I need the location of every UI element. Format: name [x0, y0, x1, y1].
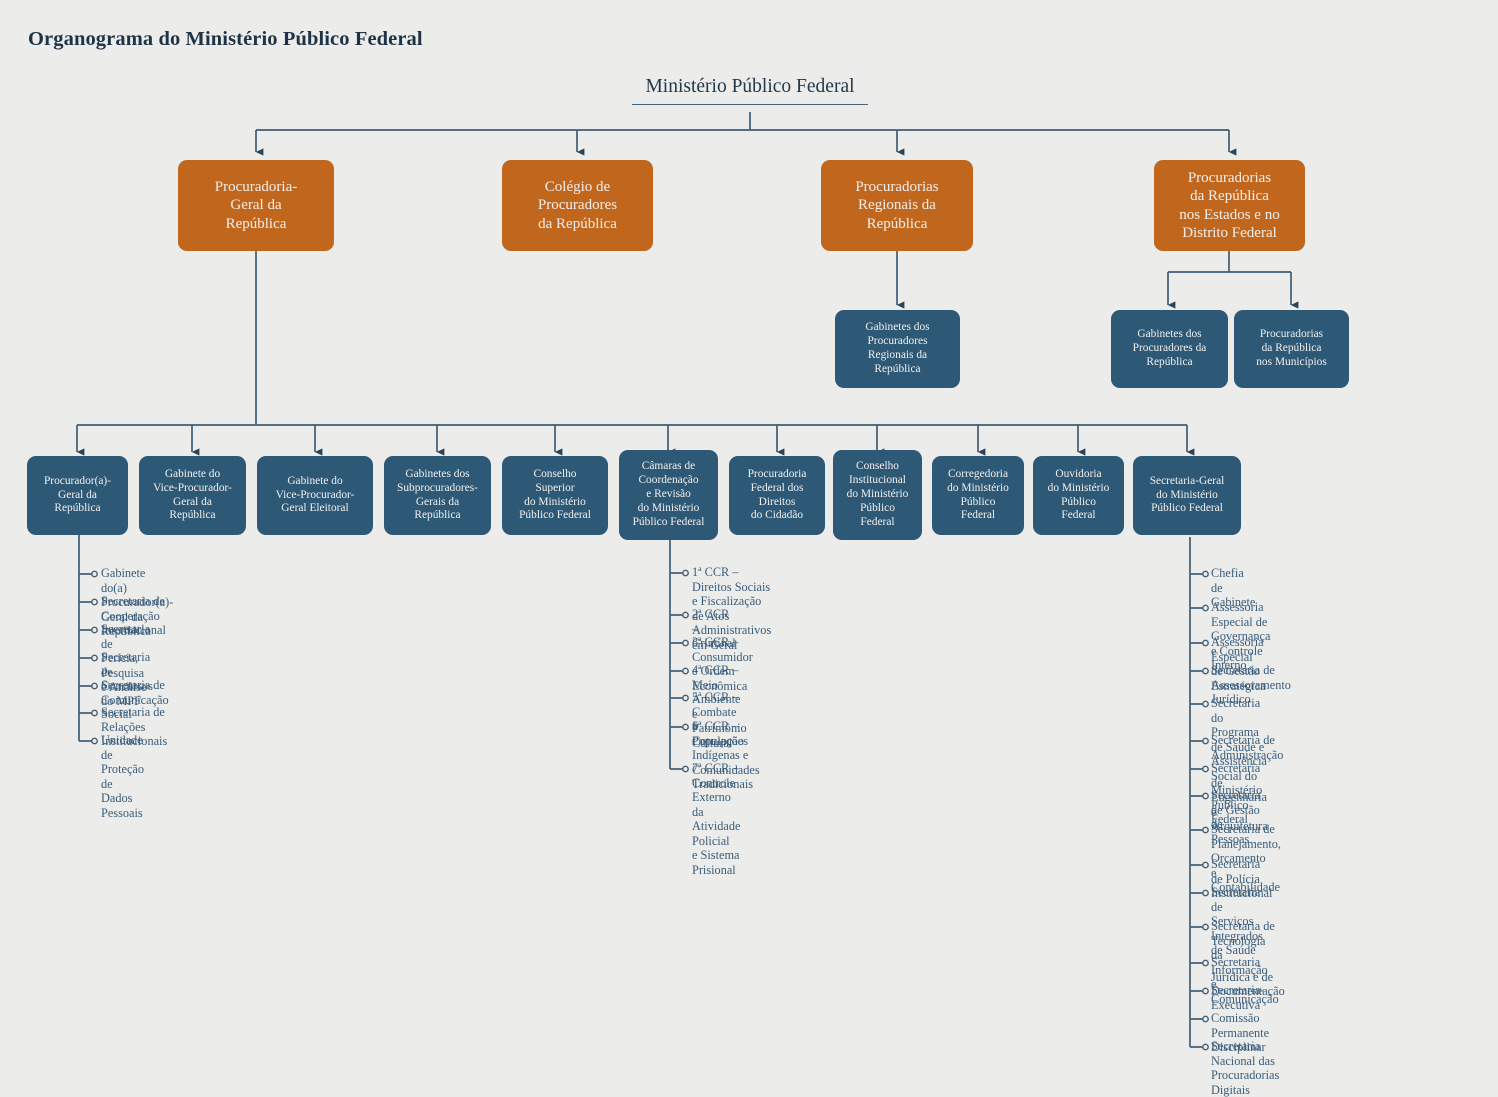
list-item[interactable]: Secretaria de Assessoramento Jurídico — [1211, 663, 1291, 706]
list-item[interactable]: Secretaria de Cooperação Internacional — [101, 594, 166, 637]
list-item[interactable]: Secretaria Jurídica e de Documentação — [1211, 955, 1285, 998]
list-item[interactable]: 2ª CCR – Criminal — [692, 607, 736, 650]
node-procuradoria-geral-da-republica[interactable]: Procuradoria- Geral da República — [178, 160, 334, 251]
list-item[interactable]: Assessoria Especial de Governança e Cont… — [1211, 600, 1271, 672]
node-gabinetes-procuradores-regionais-da-republica[interactable]: Gabinetes dos Procuradores Regionais da … — [835, 310, 960, 388]
node-gabinetes-dos-procuradores-da-republica[interactable]: Gabinetes dos Procuradores da República — [1111, 310, 1228, 388]
node-gabinetes-subprocuradores-gerais-da-republica[interactable]: Gabinetes dos Subprocuradores- Gerais da… — [384, 456, 491, 535]
node-ouvidoria-do-mpf[interactable]: Ouvidoria do Ministério Público Federal — [1033, 456, 1124, 535]
list-item[interactable]: Comissão Permanente Disciplinar — [1211, 1011, 1270, 1054]
list-item[interactable]: 7ª CCR – Controle Externo da Atividade P… — [692, 761, 741, 877]
list-item[interactable]: Unidade de Proteção de Dados Pessoais — [101, 733, 145, 820]
node-secretaria-geral-do-mpf[interactable]: Secretaria-Geral do Ministério Público F… — [1133, 456, 1241, 535]
node-conselho-institucional-do-mpf[interactable]: Conselho Institucional do Ministério Púb… — [833, 450, 922, 540]
node-procurador-geral-da-republica[interactable]: Procurador(a)- Geral da República — [27, 456, 128, 535]
list-item[interactable]: Secretaria de Perícia, Pesquisa e Anális… — [101, 622, 151, 694]
list-item[interactable]: 1ª CCR – Direitos Sociais e Fiscalização… — [692, 565, 772, 652]
list-item[interactable]: Secretaria de Relações Institucionais — [101, 705, 168, 748]
list-item[interactable]: 3ª CCR – Consumidor e Ordem Econômica — [692, 635, 753, 693]
list-item[interactable]: Secretaria Nacional das Procuradorias Di… — [1211, 1039, 1280, 1097]
list-item[interactable]: Secretaria de Concursos do MPF — [101, 650, 153, 708]
node-gabinete-vice-procurador-geral-da-republica[interactable]: Gabinete do Vice-Procurador- Geral da Re… — [139, 456, 246, 535]
list-item[interactable]: 4ª CCR – Meio Ambiente e Patrimônio Cult… — [692, 663, 747, 750]
list-item[interactable]: Chefia de Gabinete — [1211, 566, 1256, 609]
node-procuradorias-da-republica-nos-estados-e-df[interactable]: Procuradorias da República nos Estados e… — [1154, 160, 1305, 251]
list-item[interactable]: Secretaria de Engenharia e Arquitetura — [1211, 761, 1268, 833]
list-item[interactable]: Secretaria de Administração — [1211, 733, 1284, 762]
list-item[interactable]: Assessoria Especial de Gestão Estratégic… — [1211, 635, 1266, 693]
list-item[interactable]: Secretaria do Programa de Saúde e Assist… — [1211, 696, 1268, 826]
node-colegio-de-procuradores-da-republica[interactable]: Colégio de Procuradores da República — [502, 160, 653, 251]
node-procuradorias-da-republica-nos-municipios[interactable]: Procuradorias da República nos Município… — [1234, 310, 1349, 388]
list-item[interactable]: Secretaria de Gestão de Pessoas — [1211, 788, 1261, 846]
list-item[interactable]: Secretaria de Tecnologia da Informação e… — [1211, 919, 1279, 1006]
node-procuradorias-regionais-da-republica[interactable]: Procuradorias Regionais da República — [821, 160, 973, 251]
node-conselho-superior-do-mpf[interactable]: Conselho Superior do Ministério Público … — [502, 456, 608, 535]
list-item[interactable]: Secretaria de Comunicação Social — [101, 678, 169, 721]
root-node-ministerio-publico-federal[interactable]: Ministério Público Federal — [632, 76, 868, 105]
node-camaras-de-coordenacao-e-revisao-do-mpf[interactable]: Câmaras de Coordenação e Revisão do Mini… — [619, 450, 718, 540]
list-item[interactable]: 5ª CCR – Combate à Corrupção — [692, 690, 744, 748]
page-title: Organograma do Ministério Público Federa… — [28, 28, 423, 50]
list-item[interactable]: Secretaria de Planejamento, Orçamento e … — [1211, 822, 1282, 894]
list-item[interactable]: Secretaria de Serviços Integrados de Saú… — [1211, 885, 1263, 957]
list-item[interactable]: Secretaria de Polícia Institucional — [1211, 857, 1273, 900]
list-item[interactable]: Gabinete do(a) Procurador(a)-Geral da Re… — [101, 566, 174, 638]
node-procuradoria-federal-dos-direitos-do-cidadao[interactable]: Procuradoria Federal dos Direitos do Cid… — [729, 456, 825, 535]
node-gabinete-vice-procurador-geral-eleitoral[interactable]: Gabinete do Vice-Procurador- Geral Eleit… — [257, 456, 373, 535]
list-item[interactable]: Secretaria-Executiva — [1211, 983, 1265, 1012]
node-corregedoria-do-mpf[interactable]: Corregedoria do Ministério Público Feder… — [932, 456, 1024, 535]
list-item[interactable]: 6ª CCR – Populações Indígenas e Comunida… — [692, 719, 760, 791]
